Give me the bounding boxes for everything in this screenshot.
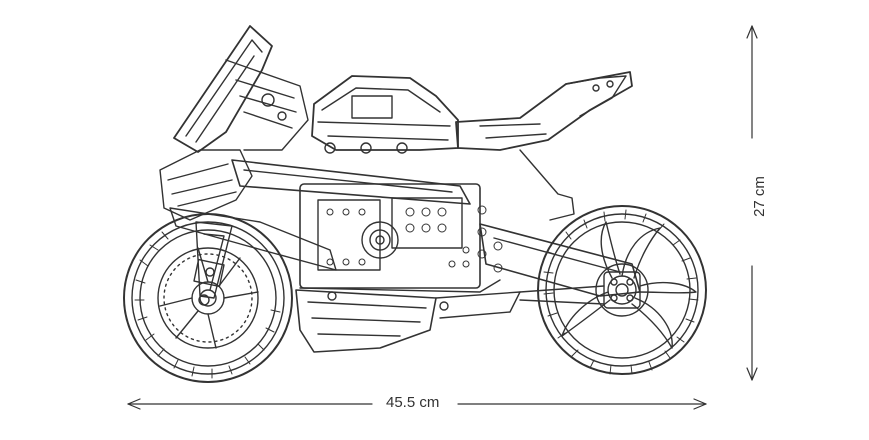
- fuel-tank: [311, 75, 459, 154]
- main-frame: [169, 159, 641, 297]
- height-label: 27 cm: [750, 172, 768, 221]
- front-wheel: [123, 213, 293, 383]
- rear-hub-assembly: [519, 271, 641, 309]
- width-label: 45.5 cm: [382, 394, 444, 411]
- tail-section: [455, 71, 633, 221]
- width-dimension: [127, 398, 707, 410]
- belly-pan: [295, 289, 521, 353]
- rear-wheel: [537, 205, 707, 375]
- engine: [299, 183, 503, 293]
- front-fork: [193, 221, 233, 306]
- front-fairing: [159, 25, 309, 221]
- height-dimension: [746, 25, 758, 381]
